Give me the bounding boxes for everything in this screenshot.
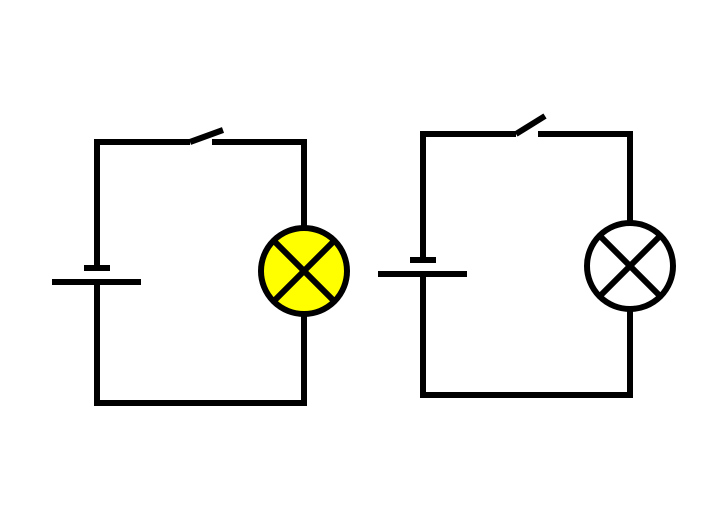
lamp-left xyxy=(258,225,350,317)
switch-right xyxy=(514,113,547,137)
wire-left xyxy=(94,139,307,406)
wire-left-top-a xyxy=(94,139,190,268)
battery-left xyxy=(52,265,141,285)
wire-right-top-a xyxy=(420,131,516,260)
circuit-right xyxy=(378,113,676,398)
wire-right-bottom xyxy=(420,275,633,398)
lamp-right xyxy=(584,220,676,312)
switch-left-lever xyxy=(188,127,225,145)
switch-right-lever xyxy=(514,113,547,137)
switch-left xyxy=(188,127,225,145)
lamp-right-cross-b xyxy=(597,233,663,299)
battery-right xyxy=(378,257,467,277)
wire-right xyxy=(420,131,633,398)
circuit-left xyxy=(52,127,350,406)
lamp-left-cross-b xyxy=(271,238,337,304)
wire-left-top-b xyxy=(212,139,307,228)
wire-right-top-b xyxy=(538,131,633,222)
wire-left-bottom xyxy=(94,283,307,406)
